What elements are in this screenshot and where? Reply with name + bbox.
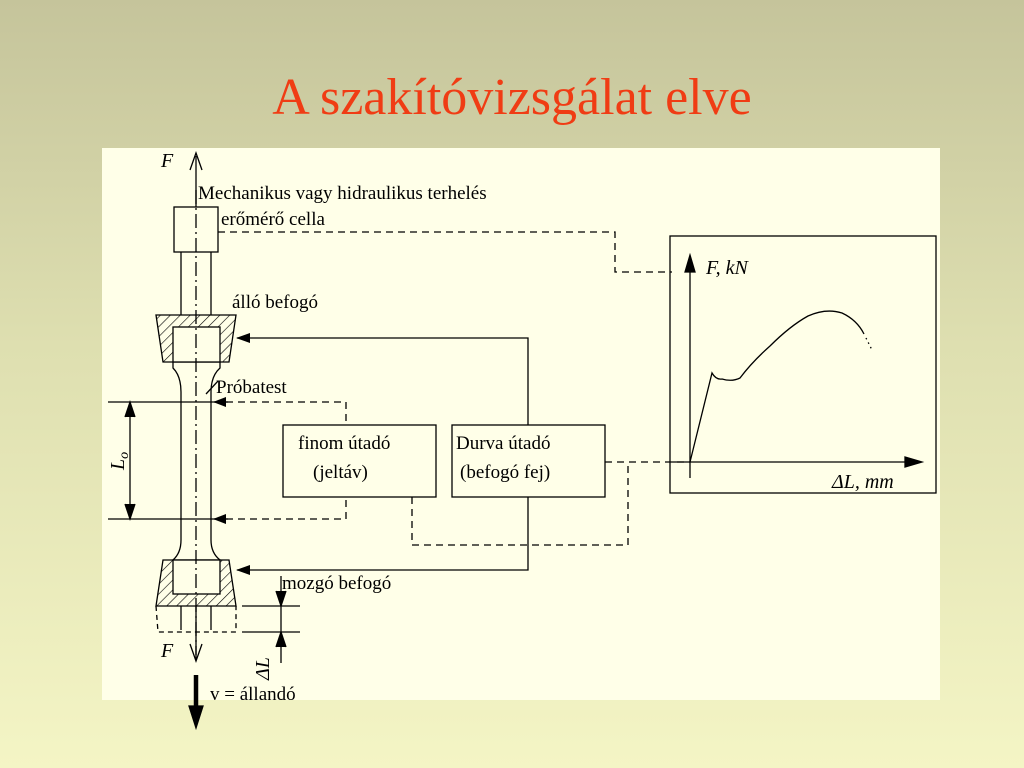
displacement-signal-line [411, 461, 690, 546]
figure-panel [102, 148, 940, 700]
force-label-bottom: F [160, 640, 174, 662]
elongation-dimension [242, 576, 300, 663]
upper-rod [180, 252, 212, 315]
fine-extensometer-lines [214, 401, 347, 520]
gauge-length-dimension [108, 399, 228, 522]
gauge-length-letter: L [107, 459, 129, 471]
coarse-extensometer-label-1: Durva útadó [456, 433, 550, 454]
fine-extensometer-label-2: (jeltáv) [313, 462, 368, 483]
curve-fracture-dots [865, 337, 873, 351]
plot-axes [672, 252, 925, 478]
velocity-label: v = állandó [210, 684, 296, 705]
moving-grip-label: mozgó befogó [282, 573, 391, 594]
gauge-length-subscript: o [117, 452, 132, 459]
fine-extensometer-label-1: finom útadó [298, 433, 390, 454]
slide-title: A szakítóvizsgálat elve [272, 69, 752, 126]
specimen [172, 362, 221, 561]
fixed-grip-label: álló befogó [232, 292, 318, 313]
specimen-leader [205, 380, 219, 395]
stress-strain-curve [689, 310, 865, 463]
force-signal-line [218, 231, 672, 273]
elongation-label: ΔL [252, 657, 274, 681]
load-cell-label: erőmérő cella [221, 209, 325, 230]
coarse-extensometer-label-2: (befogó fej) [460, 462, 550, 483]
plot-frame [669, 235, 937, 494]
plot-y-axis-label: F, kN [705, 257, 750, 279]
coarse-extensometer-lines [237, 337, 529, 571]
velocity-arrow [188, 675, 204, 731]
gauge-length-label: Lo [107, 452, 132, 471]
loading-label: Mechanikus vagy hidraulikus terhelés [198, 183, 487, 204]
specimen-label: Próbatest [216, 377, 287, 398]
fine-extensometer-box [282, 424, 437, 498]
force-label-top: F [160, 150, 174, 172]
plot-x-axis-label: ΔL, mm [831, 471, 894, 493]
